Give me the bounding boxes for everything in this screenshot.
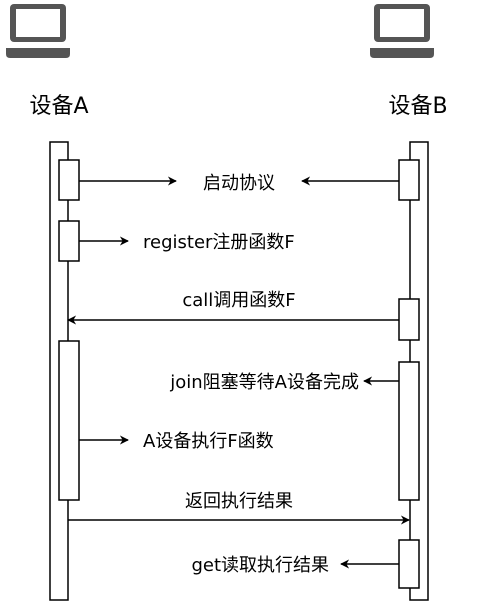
- message-label: A设备执行F函数: [143, 431, 274, 452]
- participant-a-label: 设备A: [29, 94, 88, 119]
- message-label: register注册函数F: [143, 232, 295, 253]
- activation-b-4: [398, 539, 420, 589]
- activation-b-1: [398, 159, 420, 201]
- message-label: 返回执行结果: [185, 491, 293, 512]
- activation-a-3: [58, 340, 80, 501]
- activation-b-2: [398, 298, 420, 341]
- activation-b-3: [398, 361, 420, 501]
- laptop-icon: [6, 4, 70, 58]
- message-label: join阻塞等待A设备完成: [169, 372, 359, 393]
- activation-a-2: [58, 220, 80, 262]
- message-label: call调用函数F: [182, 290, 295, 311]
- participant-b-label: 设备B: [388, 94, 447, 119]
- message-label: get读取执行结果: [191, 555, 329, 576]
- activation-a-1: [58, 159, 80, 201]
- message-label: 启动协议: [203, 173, 275, 194]
- laptop-icon: [370, 4, 434, 58]
